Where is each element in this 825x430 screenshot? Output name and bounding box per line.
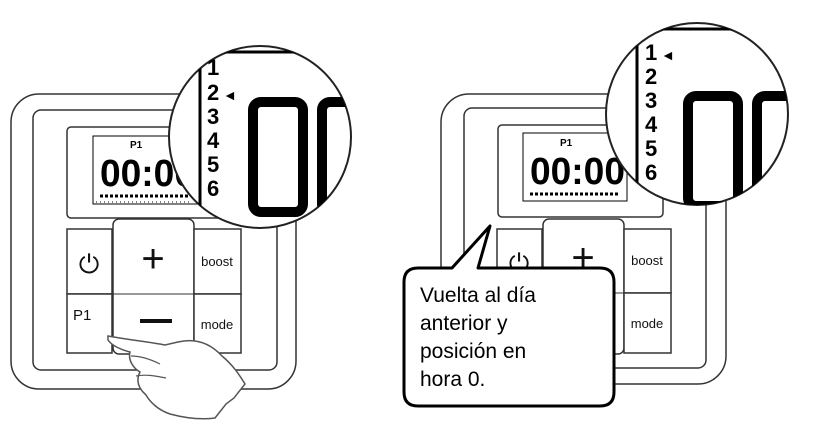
zoom-digit-zero-1 xyxy=(248,97,308,217)
zoom-day-6: 6 xyxy=(207,176,219,201)
mode-button[interactable] xyxy=(623,292,672,354)
zoom-day-2: 2 xyxy=(207,80,219,105)
zoom-day-5: 5 xyxy=(645,136,657,161)
zoom-program: P xyxy=(790,53,817,97)
zoom-day-4: 4 xyxy=(645,112,658,137)
thermostat-left: P1 00:00 ⏻ P1 + boost mode 1 2 xyxy=(10,45,379,420)
callout-line-3: posición en xyxy=(420,340,526,363)
zoom-day-4: 4 xyxy=(207,128,220,153)
minus-button[interactable] xyxy=(140,319,172,323)
zoom-day-2: 2 xyxy=(645,64,657,89)
mode-button-label: mode xyxy=(201,317,234,332)
zoom-digit-zero-2 xyxy=(752,91,788,205)
lcd-program: P1 xyxy=(560,138,573,149)
lcd-program: P1 xyxy=(130,140,143,151)
callout-line-2: anterior y xyxy=(420,312,508,335)
day-marker-icon: ◄ xyxy=(661,47,675,63)
power-button[interactable] xyxy=(66,228,113,295)
boost-button-label: boost xyxy=(201,254,233,269)
pointing-hand-icon xyxy=(107,335,246,420)
lcd-time: 00:00 xyxy=(530,151,625,193)
boost-button-label: boost xyxy=(631,253,663,268)
program-button-label: P1 xyxy=(73,307,91,324)
zoom-day-3: 3 xyxy=(207,104,219,129)
zoom-day-5: 5 xyxy=(207,152,219,177)
program-button[interactable] xyxy=(66,293,113,354)
zoom-day-6: 6 xyxy=(645,160,657,185)
mode-button-label: mode xyxy=(631,316,664,331)
plus-button[interactable]: + xyxy=(141,237,164,281)
callout-bubble xyxy=(402,224,616,408)
lcd-content: P1 00:00 xyxy=(522,132,628,202)
day-marker-icon: ◄ xyxy=(223,87,237,103)
callout-line-1: Vuelta al día xyxy=(420,284,536,307)
thermostat-right: P1 00:00 ⏻ + boost mode 1 ◄ 2 3 4 5 6 P xyxy=(402,22,817,408)
zoom-digit-zero-1 xyxy=(683,91,743,205)
boost-button[interactable] xyxy=(623,228,672,294)
callout-line-4: hora 0. xyxy=(420,368,485,391)
power-icon: ⏻ xyxy=(79,249,100,279)
zoom-day-1: 1 xyxy=(645,40,657,65)
zoom-program: P xyxy=(352,55,379,99)
zoom-day-3: 3 xyxy=(645,88,657,113)
boost-button[interactable] xyxy=(193,228,242,295)
zoom-day-1: 1 xyxy=(207,55,219,80)
